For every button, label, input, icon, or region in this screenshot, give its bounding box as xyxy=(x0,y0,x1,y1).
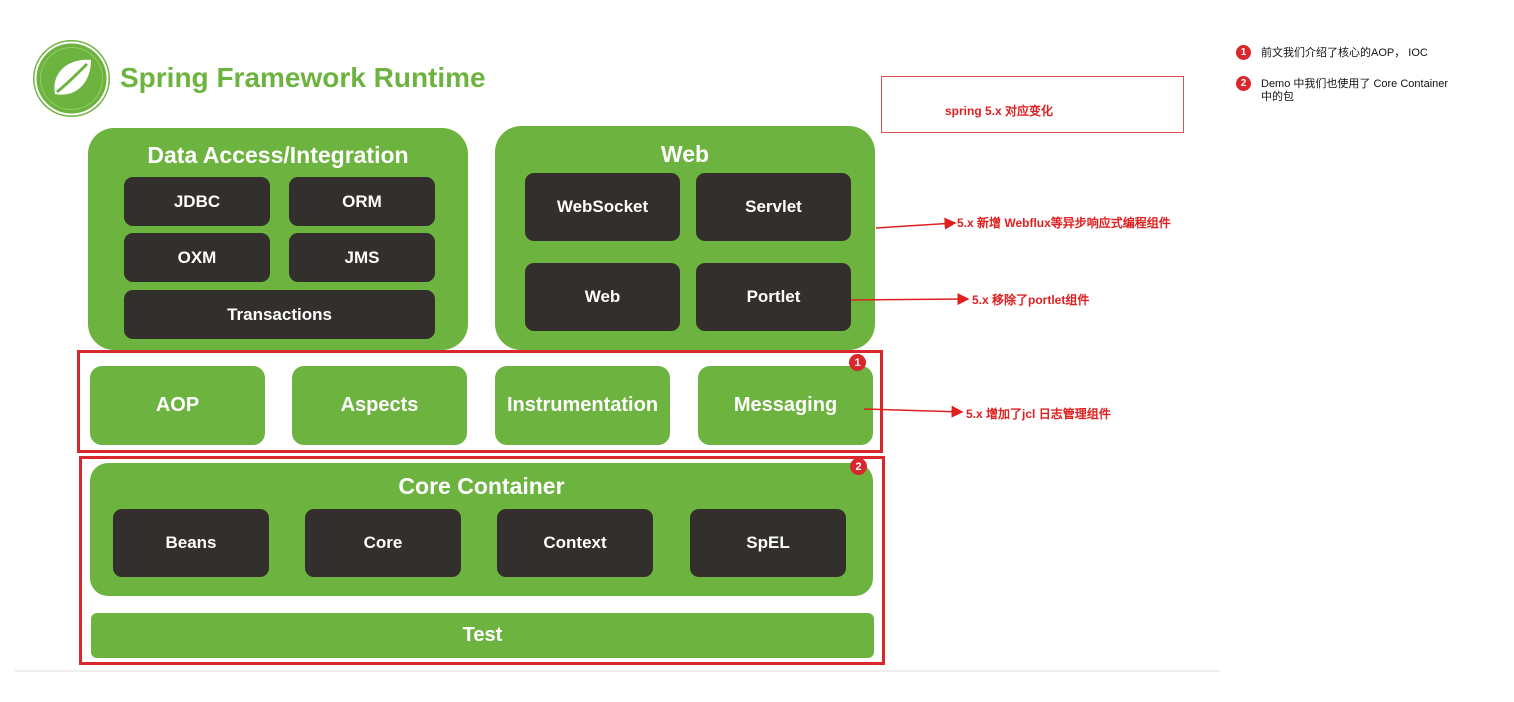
annotation-jcl: 5.x 增加了jcl 日志管理组件 xyxy=(966,407,1111,421)
module-aop: AOP xyxy=(90,366,265,445)
module-websocket: WebSocket xyxy=(525,173,680,241)
module-jdbc: JDBC xyxy=(124,177,270,226)
note-1-text: 前文我们介绍了核心的AOP， IOC xyxy=(1261,47,1428,59)
callout-box-text: spring 5.x 对应变化 xyxy=(945,104,1054,118)
module-beans: Beans xyxy=(113,509,269,577)
module-orm: ORM xyxy=(289,177,435,226)
module-portlet: Portlet xyxy=(696,263,851,331)
module-servlet: Servlet xyxy=(696,173,851,241)
module-spel: SpEL xyxy=(690,509,846,577)
module-oxm: OXM xyxy=(124,233,270,282)
spring-logo xyxy=(33,40,110,117)
module-transactions: Transactions xyxy=(124,290,435,339)
core-frame xyxy=(79,456,885,665)
annotation-webflux: 5.x 新增 Webflux等异步响应式编程组件 xyxy=(957,216,1171,230)
arrow-jcl xyxy=(863,405,964,418)
note-2-line1: Demo 中我们也使用了 Core Container xyxy=(1261,78,1449,90)
module-web: Web xyxy=(525,263,680,331)
module-test: Test xyxy=(91,613,874,658)
module-instrumentation: Instrumentation xyxy=(495,366,670,445)
web-title: Web xyxy=(660,141,710,167)
callout-box xyxy=(881,76,1184,133)
note-1-badge: 1 xyxy=(1236,45,1251,60)
page-title: Spring Framework Runtime xyxy=(120,62,486,93)
module-messaging: Messaging xyxy=(698,366,873,445)
data-access-title: Data Access/Integration xyxy=(147,142,409,168)
arrow-webflux xyxy=(875,217,957,230)
marker-1-badge: 1 xyxy=(849,354,866,371)
marker-2-badge: 2 xyxy=(850,458,867,475)
middle-row-frame xyxy=(77,350,883,453)
arrow-portlet xyxy=(850,293,970,306)
annotation-portlet: 5.x 移除了portlet组件 xyxy=(972,293,1090,307)
note-2-badge: 2 xyxy=(1236,76,1251,91)
spring-leaf-icon xyxy=(34,41,109,116)
note-2-line2: 中的包 xyxy=(1261,91,1294,103)
module-jms: JMS xyxy=(289,233,435,282)
core-container-title: Core Container xyxy=(398,473,565,499)
bottom-divider xyxy=(15,670,1220,672)
module-core: Core xyxy=(305,509,461,577)
module-aspects: Aspects xyxy=(292,366,467,445)
module-context: Context xyxy=(497,509,653,577)
